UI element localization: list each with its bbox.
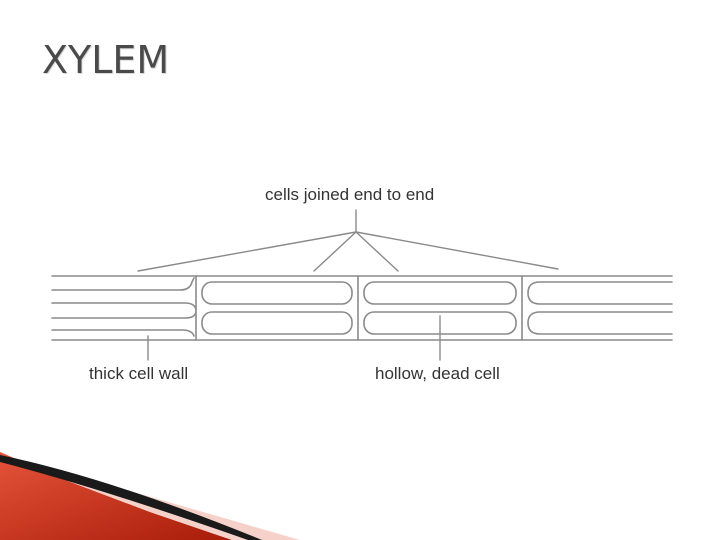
- page-title: XYLEM: [42, 38, 170, 82]
- corner-dark-swoosh: [0, 455, 262, 540]
- annotation-pointers: [137, 209, 559, 361]
- corner-red-shape: [0, 452, 232, 540]
- label-hollow-dead-cell: hollow, dead cell: [375, 364, 500, 383]
- cell-lumen-1-top: [51, 277, 195, 291]
- cell-lumen-1b-bottom: [51, 329, 195, 337]
- cell-lumen-3-upper: [363, 281, 517, 305]
- xylem-vessel: [51, 275, 673, 341]
- cell-lumen-2-lower: [201, 311, 353, 335]
- label-cells-joined: cells joined end to end: [265, 185, 435, 204]
- cell-lumen-2-upper: [201, 281, 353, 305]
- pointer-joined-2: [313, 231, 357, 272]
- pointer-joined-3: [355, 231, 399, 272]
- pointer-joined-4: [355, 231, 559, 270]
- cell-lumen-4-lower: [527, 311, 673, 335]
- cell-lumen-4-upper: [527, 281, 673, 305]
- pointer-joined-1: [137, 231, 357, 272]
- label-thick-cell-wall: thick cell wall: [89, 364, 189, 383]
